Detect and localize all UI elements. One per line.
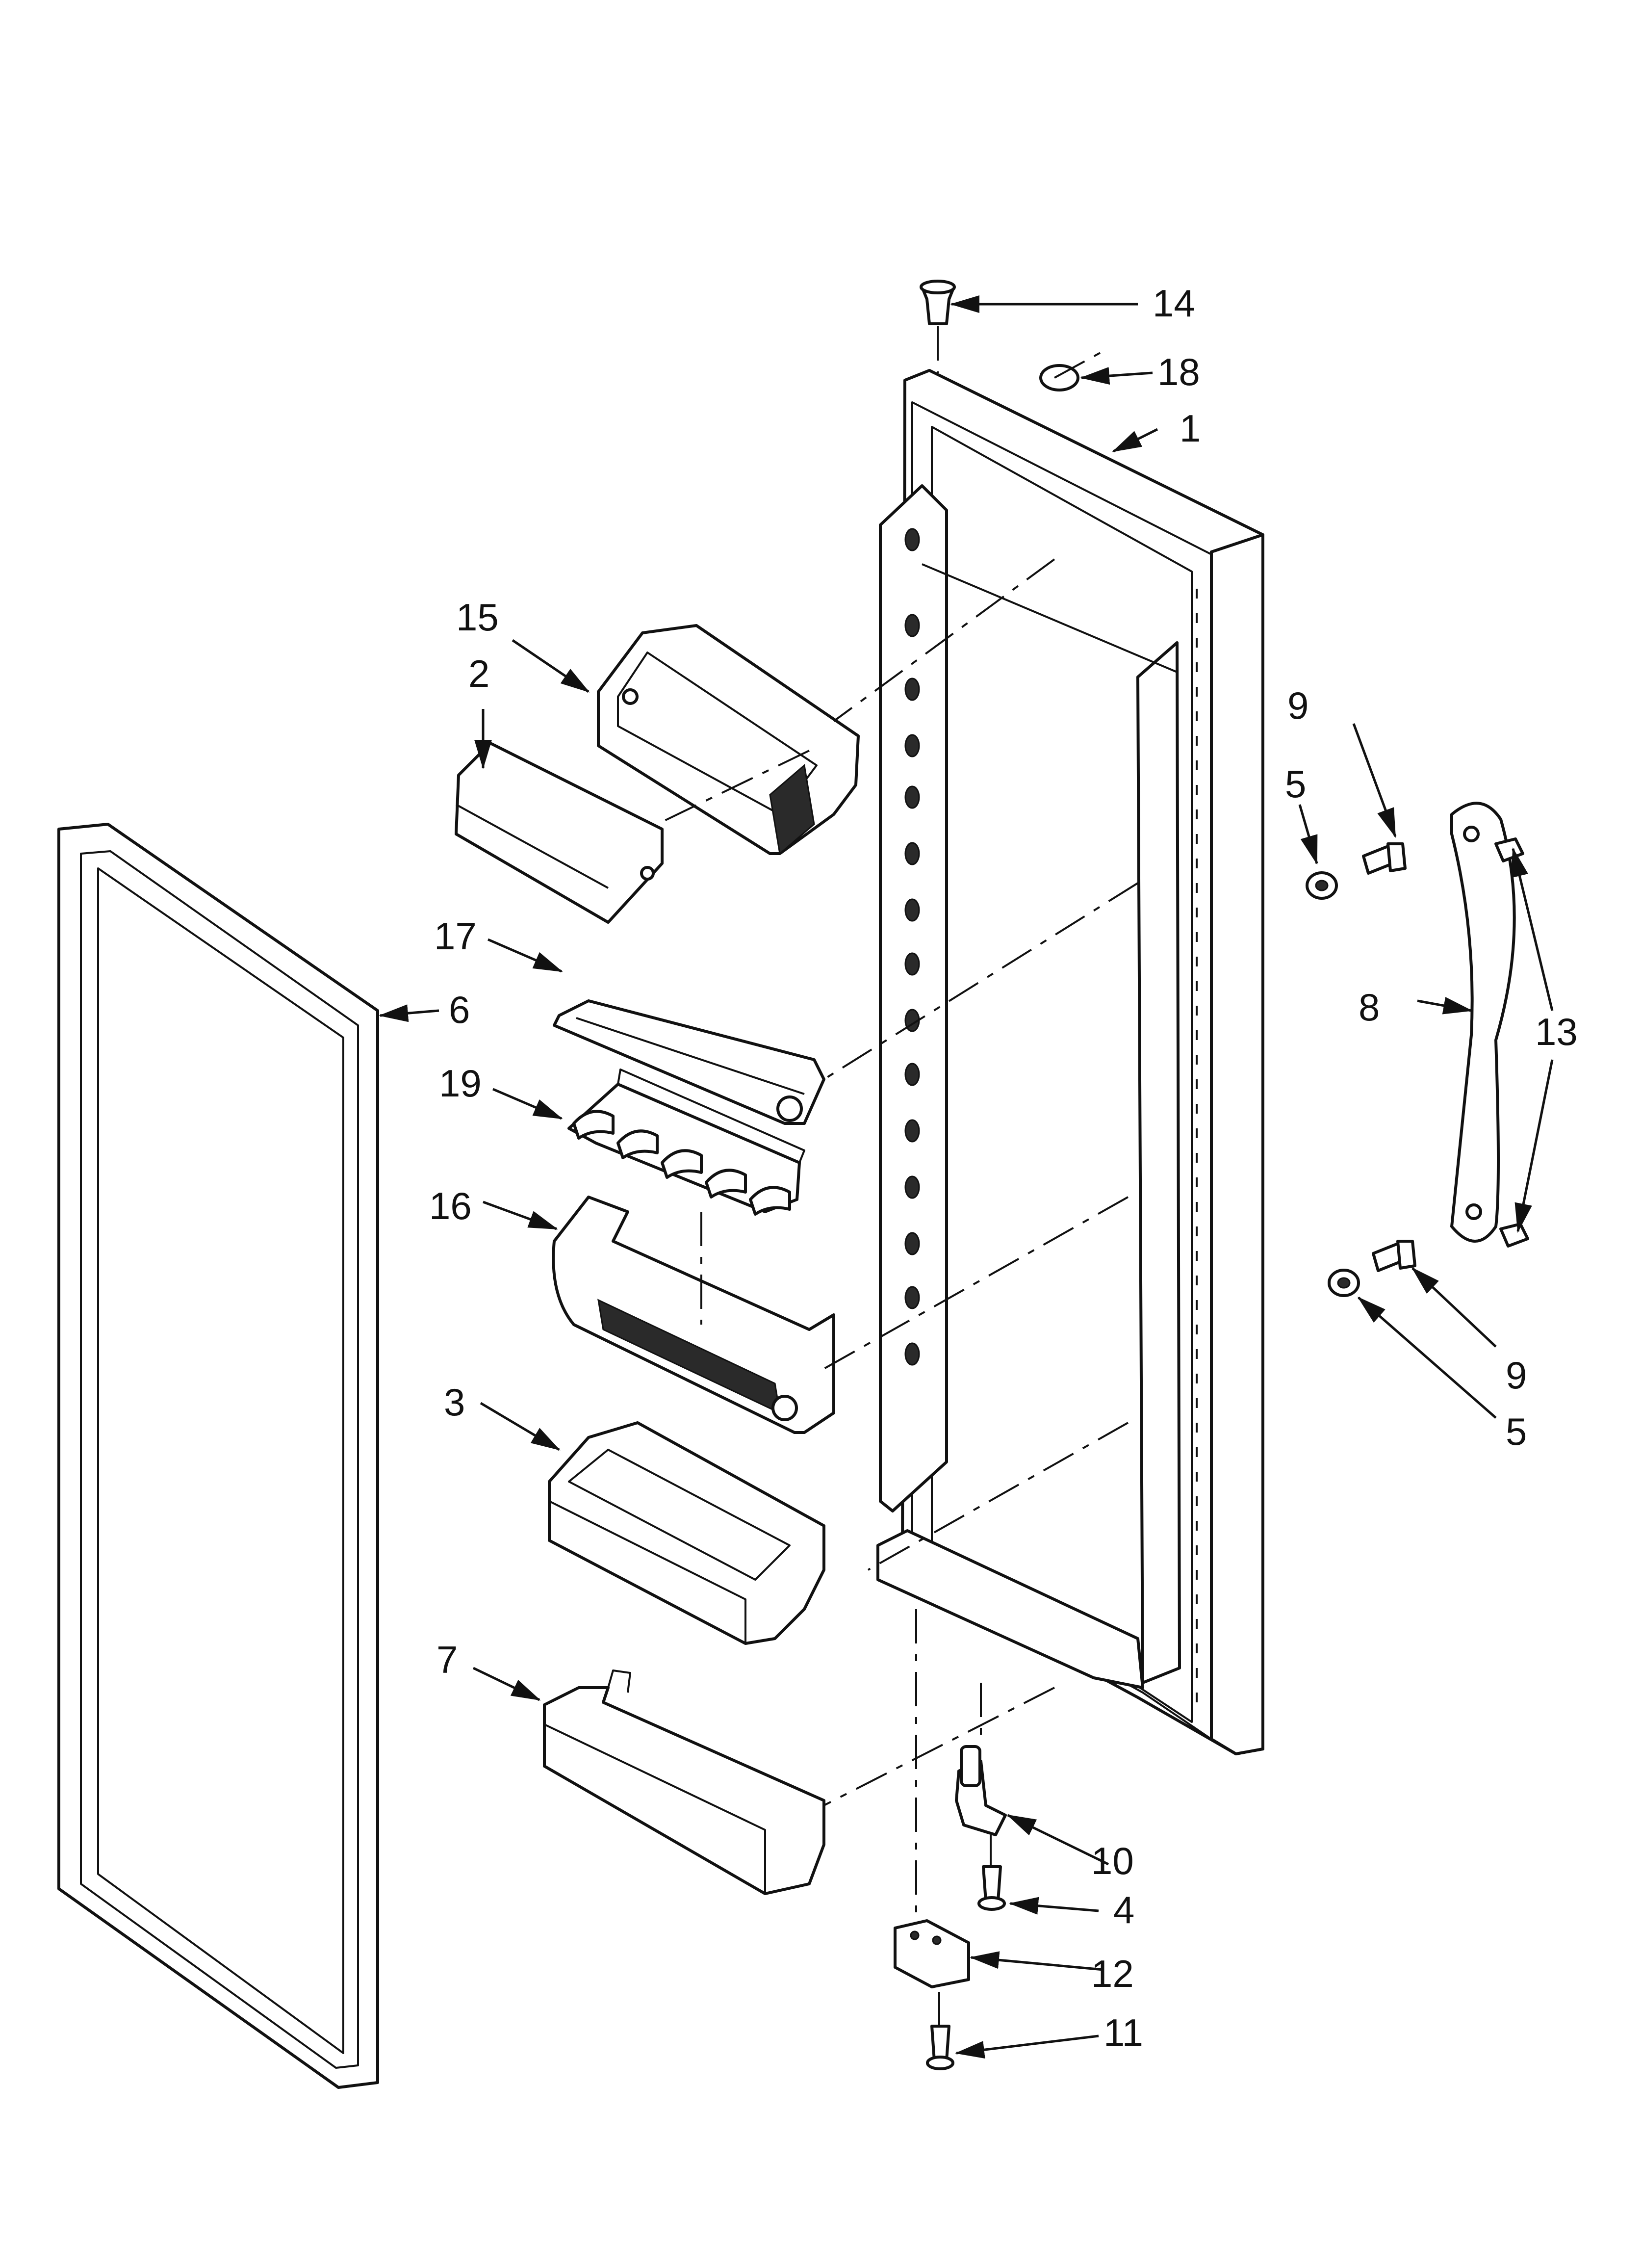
callout-14: 14 — [1153, 282, 1195, 325]
callout-13: 13 — [1535, 1010, 1578, 1053]
top-cap-part-14 — [920, 280, 956, 373]
screw-part-9-lower — [1372, 1240, 1416, 1272]
callout-15: 15 — [456, 596, 499, 639]
callout-9-lower: 9 — [1506, 1354, 1527, 1397]
rail-clips — [904, 528, 920, 1366]
door-strip-part-17 — [553, 999, 825, 1125]
callout-9-upper: 9 — [1287, 684, 1308, 727]
callout-2: 2 — [468, 652, 489, 695]
hinge-bracket-part-12 — [894, 1919, 970, 1988]
callout-3: 3 — [444, 1381, 465, 1424]
door-gasket-part-6 — [57, 823, 379, 2089]
assembly-lines — [657, 347, 1139, 1806]
upper-bin-frame-part-15 — [597, 624, 860, 855]
hinge-pin-part-10 — [955, 1745, 1007, 1836]
spacer-part-5-lower — [1328, 1269, 1360, 1297]
callout-19: 19 — [439, 1062, 482, 1105]
callout-17: 17 — [434, 914, 477, 958]
callout-16: 16 — [429, 1184, 472, 1227]
callout-5-upper: 5 — [1285, 762, 1306, 806]
callout-labels: 14 18 1 15 2 17 6 19 16 3 7 10 4 12 11 9… — [429, 282, 1578, 2054]
callout-4: 4 — [1113, 1888, 1134, 1931]
egg-tray-part-19 — [567, 1069, 805, 1216]
screw-part-11 — [926, 2025, 954, 2070]
callout-7: 7 — [436, 1638, 458, 1681]
spacer-part-5-upper — [1306, 871, 1338, 900]
callout-5-lower: 5 — [1506, 1410, 1527, 1453]
callout-leaders — [379, 295, 1554, 2059]
door-handle-part-8 — [1450, 802, 1516, 1243]
bottom-bar-part-7 — [543, 1669, 825, 1895]
callout-11: 11 — [1103, 2011, 1143, 2054]
screw-part-4 — [977, 1865, 1006, 1911]
callout-1: 1 — [1180, 407, 1201, 450]
callout-8: 8 — [1359, 986, 1380, 1029]
door-liner-part-1 — [876, 369, 1264, 1755]
callout-6: 6 — [449, 988, 470, 1031]
callout-10: 10 — [1091, 1839, 1134, 1882]
callout-12: 12 — [1091, 1952, 1134, 1995]
screw-part-9-upper — [1362, 842, 1407, 875]
plug-part-18 — [1039, 364, 1079, 391]
door-bin-part-16 — [552, 1196, 835, 1434]
lower-bin-part-3 — [548, 1421, 825, 1645]
bin-cover-part-2 — [455, 742, 664, 924]
callout-18: 18 — [1157, 350, 1200, 393]
